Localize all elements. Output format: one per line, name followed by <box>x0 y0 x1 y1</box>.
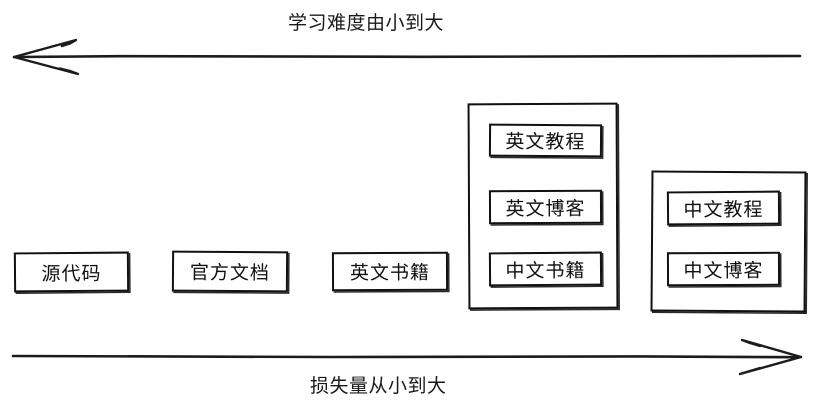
node-english-tutorial[interactable]: 英文教程 <box>488 123 603 158</box>
left-arrow-icon <box>12 38 802 76</box>
bottom-axis-label: 损失量从小到大 <box>310 375 447 397</box>
node-chinese-books[interactable]: 中文书籍 <box>488 251 603 287</box>
top-axis-label: 学习难度由小到大 <box>288 12 445 34</box>
node-english-blog[interactable]: 英文博客 <box>488 189 603 225</box>
node-official-docs[interactable]: 官方文档 <box>171 250 289 293</box>
node-chinese-blog[interactable]: 中文博客 <box>666 251 781 287</box>
node-source-code[interactable]: 源代码 <box>13 251 130 293</box>
right-arrow-icon <box>11 338 803 376</box>
node-english-books[interactable]: 英文书籍 <box>331 251 449 292</box>
node-chinese-tutorial[interactable]: 中文教程 <box>666 190 781 226</box>
